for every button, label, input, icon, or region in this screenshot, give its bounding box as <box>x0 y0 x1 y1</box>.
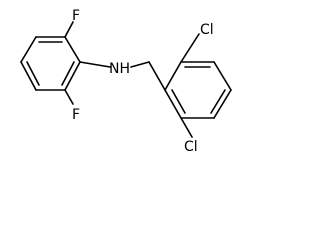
bond-r4 <box>213 89 232 119</box>
double-bond-r-b <box>210 89 226 114</box>
bond-c-f-top <box>64 21 74 38</box>
bond-ch2-ring <box>148 61 166 91</box>
double-bond-l-c <box>26 61 40 86</box>
bond-c-n <box>79 61 111 68</box>
bond-l2 <box>64 36 81 63</box>
atom-label-amine-nh: NH <box>109 61 130 77</box>
bond-c-cl-bottom <box>180 117 193 138</box>
atom-label-chlorine-top: Cl <box>200 22 214 38</box>
bond-r3 <box>213 61 232 91</box>
double-bond-r-c <box>171 89 186 114</box>
atom-label-chlorine-bottom: Cl <box>184 139 198 155</box>
bond-c-f-bottom <box>64 89 74 105</box>
bond-n-ch2 <box>130 61 150 68</box>
molecule-structure-diagram: F F NH Cl Cl <box>20 8 232 155</box>
atom-label-fluorine-bottom: F <box>72 107 80 123</box>
bond-l5 <box>20 61 37 91</box>
bond-r6 <box>164 89 182 119</box>
atom-label-fluorine-top: F <box>72 8 80 24</box>
right-benzene-ring <box>164 61 232 119</box>
bond-l6 <box>20 36 37 63</box>
bond-c-cl-top <box>180 33 200 63</box>
bond-l3 <box>64 61 81 91</box>
bond-r1 <box>164 61 182 91</box>
left-benzene-ring <box>20 36 81 91</box>
double-bond-l-b <box>61 61 75 86</box>
